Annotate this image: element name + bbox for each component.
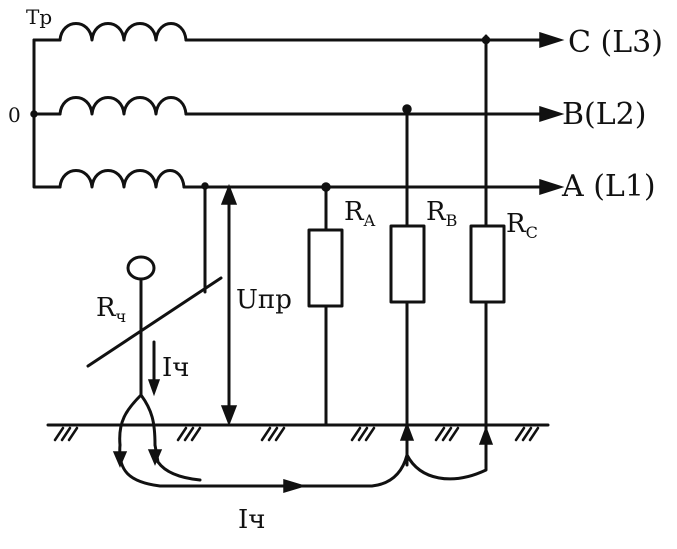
junction-neutral xyxy=(31,111,37,117)
arrow-line-c xyxy=(540,33,562,47)
coil-a xyxy=(60,171,184,188)
loop-arrow-left2 xyxy=(149,450,161,464)
line-a-label: A (L1) xyxy=(561,169,656,204)
coil-b xyxy=(60,98,186,115)
person-current-label: Iч xyxy=(162,353,189,383)
neutral-label: 0 xyxy=(8,103,21,127)
loop-arrow-rc xyxy=(480,428,492,444)
rc-label: RC xyxy=(506,209,538,242)
ground-hatching xyxy=(55,428,538,440)
junction-touch xyxy=(202,183,208,189)
person-head xyxy=(128,257,154,279)
junction-rc xyxy=(483,37,490,44)
loop-arrow-rb xyxy=(401,424,413,440)
line-c-label: C (L3) xyxy=(568,25,663,60)
return-loop xyxy=(120,445,486,486)
person-diagonal xyxy=(88,278,221,366)
current-arrow-head xyxy=(149,380,159,394)
voltage-label: Uпр xyxy=(236,285,292,315)
rb-label: RB xyxy=(426,197,457,230)
transformer-label: Tp xyxy=(26,5,52,29)
ra-body xyxy=(309,230,342,306)
voltage-arrow-top xyxy=(222,186,236,204)
junction-ra xyxy=(322,183,330,191)
voltage-arrow-bottom xyxy=(222,406,236,424)
loop-arrow-left xyxy=(114,452,126,466)
person-resistance-label: Rч xyxy=(96,293,126,326)
arrow-line-b xyxy=(540,107,562,121)
rc-body xyxy=(471,226,504,302)
ra-label: RA xyxy=(344,197,376,230)
person-legs xyxy=(120,395,155,445)
junction-rb xyxy=(403,105,411,113)
neutral-rail xyxy=(34,40,60,187)
arrow-line-a xyxy=(540,180,562,194)
ground-current-label: Iч xyxy=(238,505,265,535)
line-b-label: B(L2) xyxy=(562,97,646,132)
coil-c xyxy=(60,24,186,41)
rb-body xyxy=(391,226,424,302)
loop-arrow-bottom xyxy=(284,480,304,492)
